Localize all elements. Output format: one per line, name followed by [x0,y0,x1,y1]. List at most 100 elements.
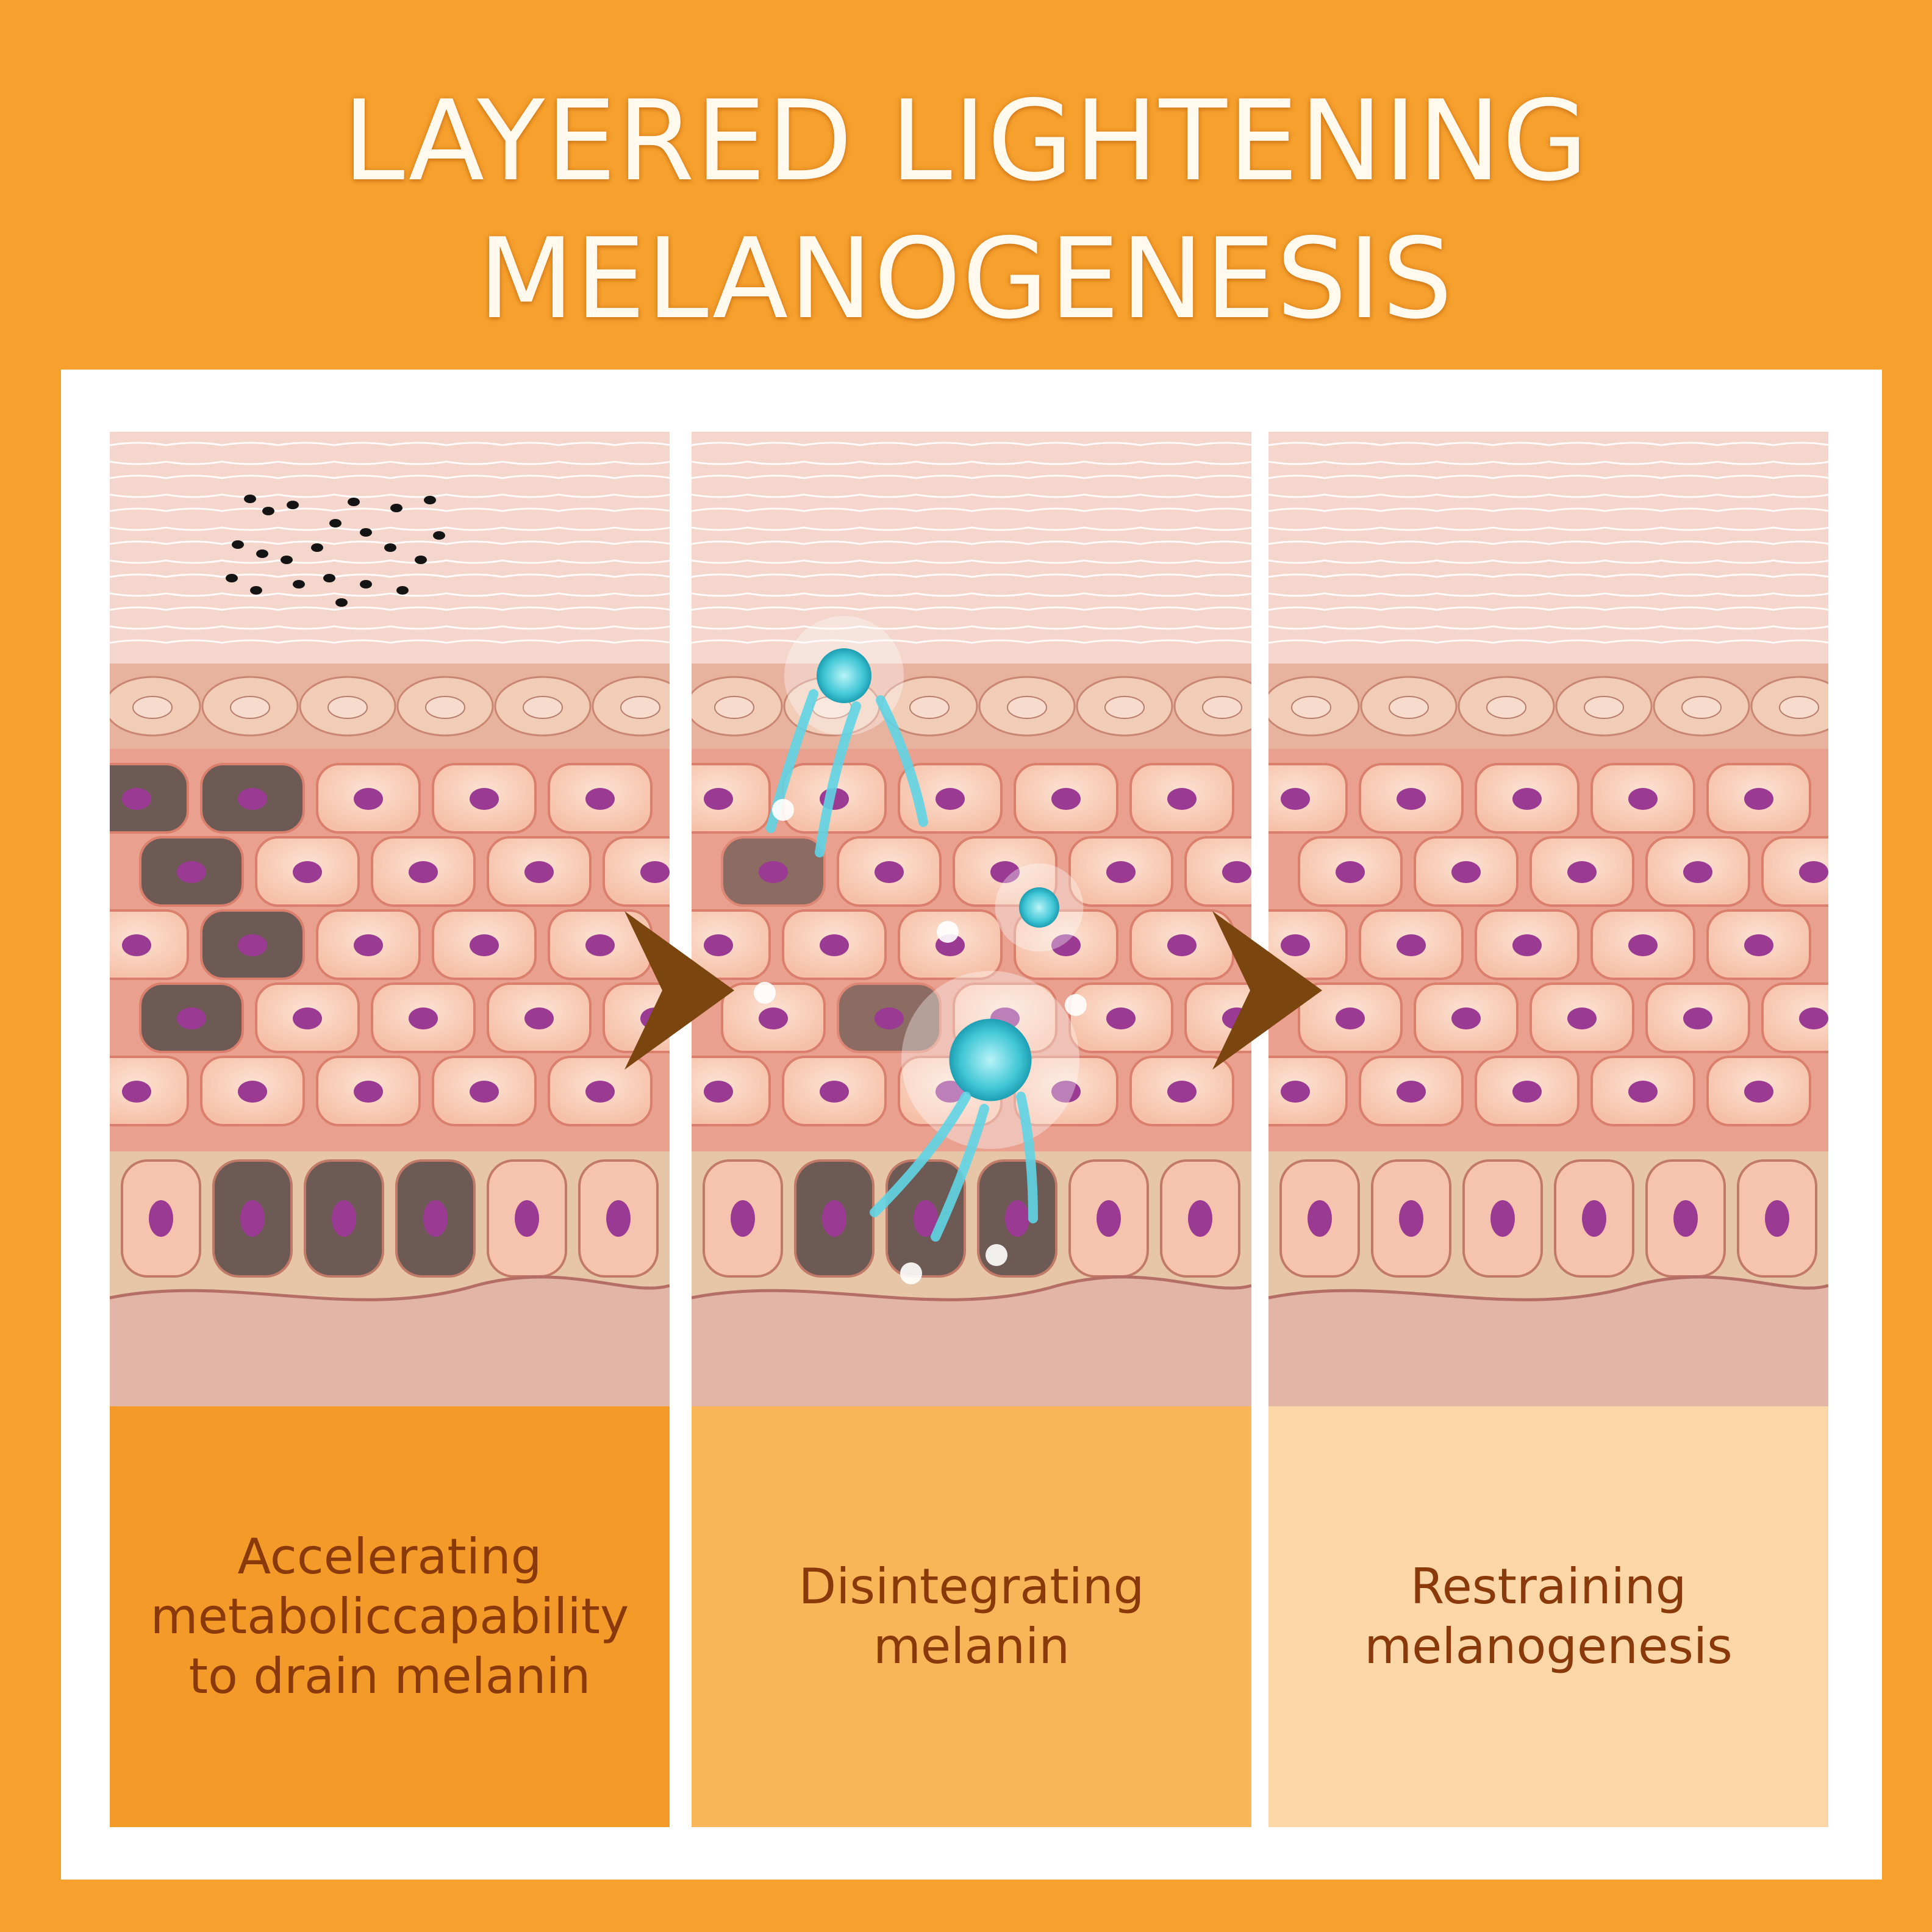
sparkle [1065,994,1087,1016]
cell-nucleus [640,861,670,883]
keratinocyte [603,836,670,907]
cell-nucleus [1336,1007,1365,1029]
corneum-line [692,442,1251,446]
cell-nucleus [1744,788,1773,810]
cell-nucleus [524,861,554,883]
serum-flow-arrow [815,701,861,857]
skin-layer-illustration-1 [110,432,670,1406]
cell-nucleus [606,1200,631,1237]
cell-nucleus [1167,1081,1197,1103]
melanin-speck [293,580,305,589]
corneum-line [1268,460,1828,465]
melanin-speck [360,580,372,589]
cell-nucleus [1683,1007,1712,1029]
sparkle [754,982,776,1004]
corneum-line [110,592,670,597]
step-arrow-icon [624,911,734,1070]
corneum-line [110,573,670,578]
cell-nucleus [238,934,267,956]
cell-nucleus [875,861,904,883]
granular-nucleus [327,696,368,719]
panel-step-3: Restraining melanogenesis [1268,432,1828,1827]
cell-nucleus [585,788,615,810]
cell-nucleus [1567,1007,1597,1029]
granular-nucleus [132,696,173,719]
cell-nucleus [1397,1081,1426,1103]
granular-nucleus [230,696,270,719]
corneum-line [1268,606,1828,611]
caption-box-1: Accelerating metaboliccapability to drai… [110,1406,670,1827]
cell-nucleus [1167,788,1197,810]
corneum-line [1268,625,1828,630]
corneum-line [692,625,1251,630]
cell-nucleus [936,788,965,810]
corneum-line [1268,442,1828,446]
cell-nucleus [822,1200,846,1237]
corneum-line [1268,639,1828,644]
stratum-corneum [1268,432,1828,664]
melanin-speck [244,495,256,503]
cell-nucleus [1628,1081,1658,1103]
melanin-speck [287,501,299,509]
sparkle [937,921,959,943]
melanin-speck [384,543,396,552]
cell-nucleus [1683,861,1712,883]
cell-nucleus [1512,1081,1542,1103]
cell-nucleus [1051,1081,1081,1103]
cell-nucleus [1397,788,1426,810]
cell-nucleus [1799,1007,1828,1029]
cell-nucleus [1399,1200,1423,1237]
sparkle [986,1244,1007,1266]
cell-nucleus [704,934,733,956]
corneum-line [110,606,670,611]
cell-nucleus [409,861,438,883]
cell-nucleus [177,861,206,883]
corneum-line [692,540,1251,545]
melanin-speck [396,586,409,595]
melanin-speck [424,496,436,504]
corneum-line [1268,573,1828,578]
corneum-line [692,559,1251,564]
melanin-speck [390,504,402,512]
cell-nucleus [1765,1200,1789,1237]
sparkle [900,1262,922,1284]
cell-nucleus [759,861,788,883]
melanin-speck [281,556,293,564]
cell-nucleus [1051,788,1081,810]
cell-nucleus [177,1007,206,1029]
serum-flow-arrow [931,1104,989,1242]
cell-nucleus [1106,1007,1136,1029]
cell-nucleus [470,1081,499,1103]
corneum-line [692,606,1251,611]
caption-text-3: Restraining melanogenesis [1364,1558,1733,1675]
cell-nucleus [240,1200,265,1237]
cell-nucleus [354,1081,383,1103]
cell-nucleus [122,1081,151,1103]
cell-nucleus [1397,934,1426,956]
cell-nucleus [1673,1200,1698,1237]
dermis [110,1276,670,1406]
cell-nucleus [1490,1200,1515,1237]
cell-nucleus [1097,1200,1121,1237]
cell-nucleus [354,788,383,810]
cell-nucleus [122,934,151,956]
title-line-1: LAYERED LIGHTENING [343,76,1589,206]
granular-nucleus [1779,696,1819,719]
granular-nucleus [1389,696,1429,719]
cell-nucleus [515,1200,539,1237]
cell-nucleus [820,1081,849,1103]
cell-nucleus [1167,934,1197,956]
skin-layer-illustration-3 [1268,432,1828,1406]
cell-nucleus [875,1007,904,1029]
cell-nucleus [524,1007,554,1029]
corneum-line [1268,592,1828,597]
cell-nucleus [1512,788,1542,810]
cell-nucleus [1281,1081,1310,1103]
corneum-line [692,573,1251,578]
cell-nucleus [585,934,615,956]
melanin-speck [415,556,427,564]
corneum-line [110,460,670,465]
panel-step-2: Disintegrating melanin [692,432,1251,1827]
cell-nucleus [1744,934,1773,956]
corneum-line [110,442,670,446]
